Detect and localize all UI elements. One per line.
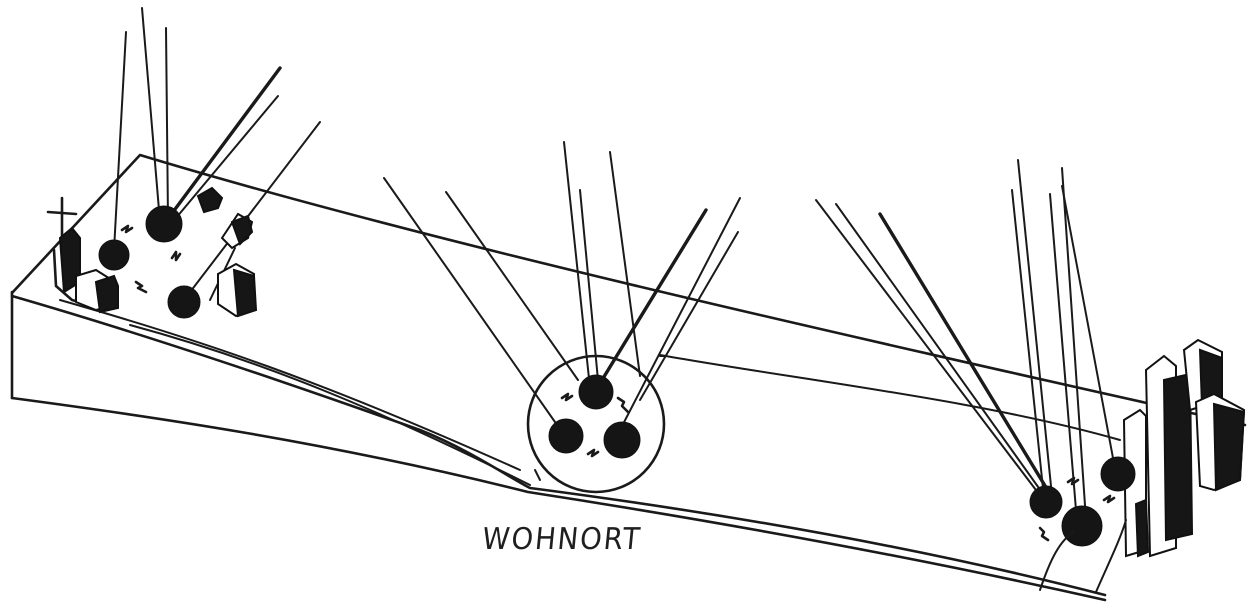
node-right-1 <box>1030 486 1062 518</box>
city-towers <box>1124 340 1244 556</box>
node-center-1 <box>579 375 613 409</box>
left-cluster <box>48 8 320 318</box>
node-center-3 <box>604 422 640 458</box>
left-rays <box>114 8 320 300</box>
right-rays <box>816 160 1116 520</box>
wohnort-label: WOHNORT <box>481 522 643 557</box>
village-buildings <box>48 188 256 316</box>
node-left-2 <box>146 206 182 242</box>
node-left-1 <box>99 240 129 270</box>
center-rays <box>384 142 740 432</box>
node-left-3 <box>168 286 200 318</box>
node-right-2 <box>1101 457 1135 491</box>
node-right-3 <box>1062 506 1102 546</box>
node-center-2 <box>549 419 583 453</box>
